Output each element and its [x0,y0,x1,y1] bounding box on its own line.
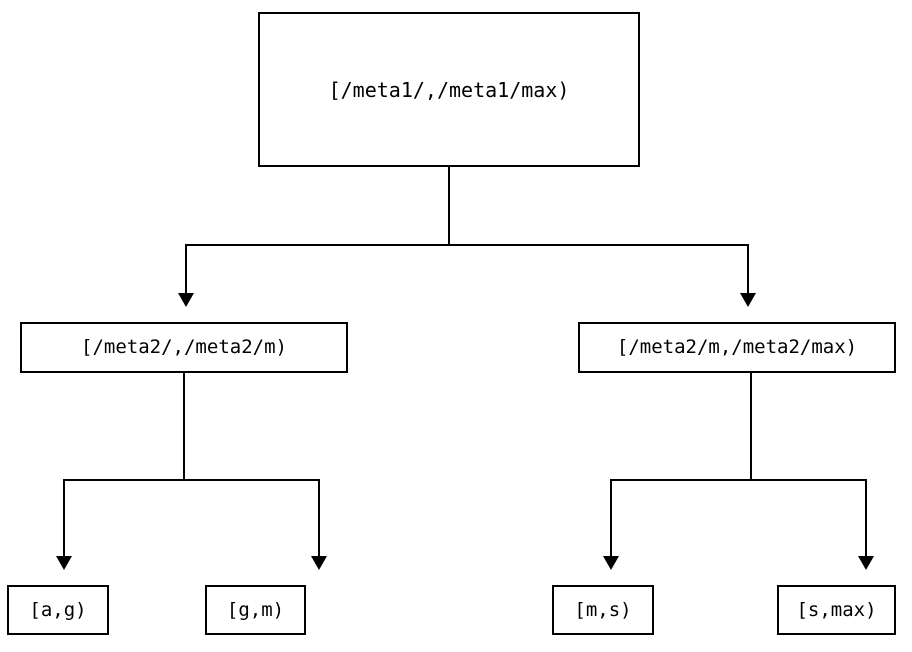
node-leaf-m-s-label: [m,s) [574,598,632,621]
node-leaf-a-g[interactable]: [a,g) [7,585,109,635]
edge-mid-right-bar [610,479,867,481]
node-meta2-upper-label: [/meta2/m,/meta2/max) [616,336,858,358]
node-meta2-upper[interactable]: [/meta2/m,/meta2/max) [578,322,896,373]
arrowhead-mid-right-to-ms [603,556,619,570]
edge-mid-left-to-ag-drop [63,479,65,556]
node-meta2-lower-label: [/meta2/,/meta2/m) [81,336,287,358]
arrowhead-root-to-mid-right [740,293,756,307]
edge-mid-left-to-gm-drop [318,479,320,556]
arrowhead-root-to-mid-left [178,293,194,307]
edge-root-to-mid-left-drop [185,244,187,293]
node-leaf-a-g-label: [a,g) [29,598,87,621]
node-leaf-g-m-label: [g,m) [226,598,285,621]
arrowhead-mid-left-to-gm [311,556,327,570]
edge-root-stem [448,167,450,245]
edge-mid-right-to-ms-drop [610,479,612,556]
edge-mid-right-stem [750,373,752,481]
edge-mid-left-bar [63,479,320,481]
node-leaf-g-m[interactable]: [g,m) [205,585,306,635]
node-leaf-s-max[interactable]: [s,max) [777,585,896,635]
node-root-label: [/meta1/,/meta1/max) [328,77,570,102]
arrowhead-mid-left-to-ag [56,556,72,570]
edge-mid-right-to-smax-drop [865,479,867,556]
edge-root-to-mid-right-drop [747,244,749,293]
node-leaf-s-max-label: [s,max) [796,598,877,621]
node-meta2-lower[interactable]: [/meta2/,/meta2/m) [20,322,348,373]
edge-root-bar [185,244,749,246]
node-root[interactable]: [/meta1/,/meta1/max) [258,12,640,167]
node-leaf-m-s[interactable]: [m,s) [552,585,654,635]
edge-mid-left-stem [183,373,185,481]
arrowhead-mid-right-to-smax [858,556,874,570]
